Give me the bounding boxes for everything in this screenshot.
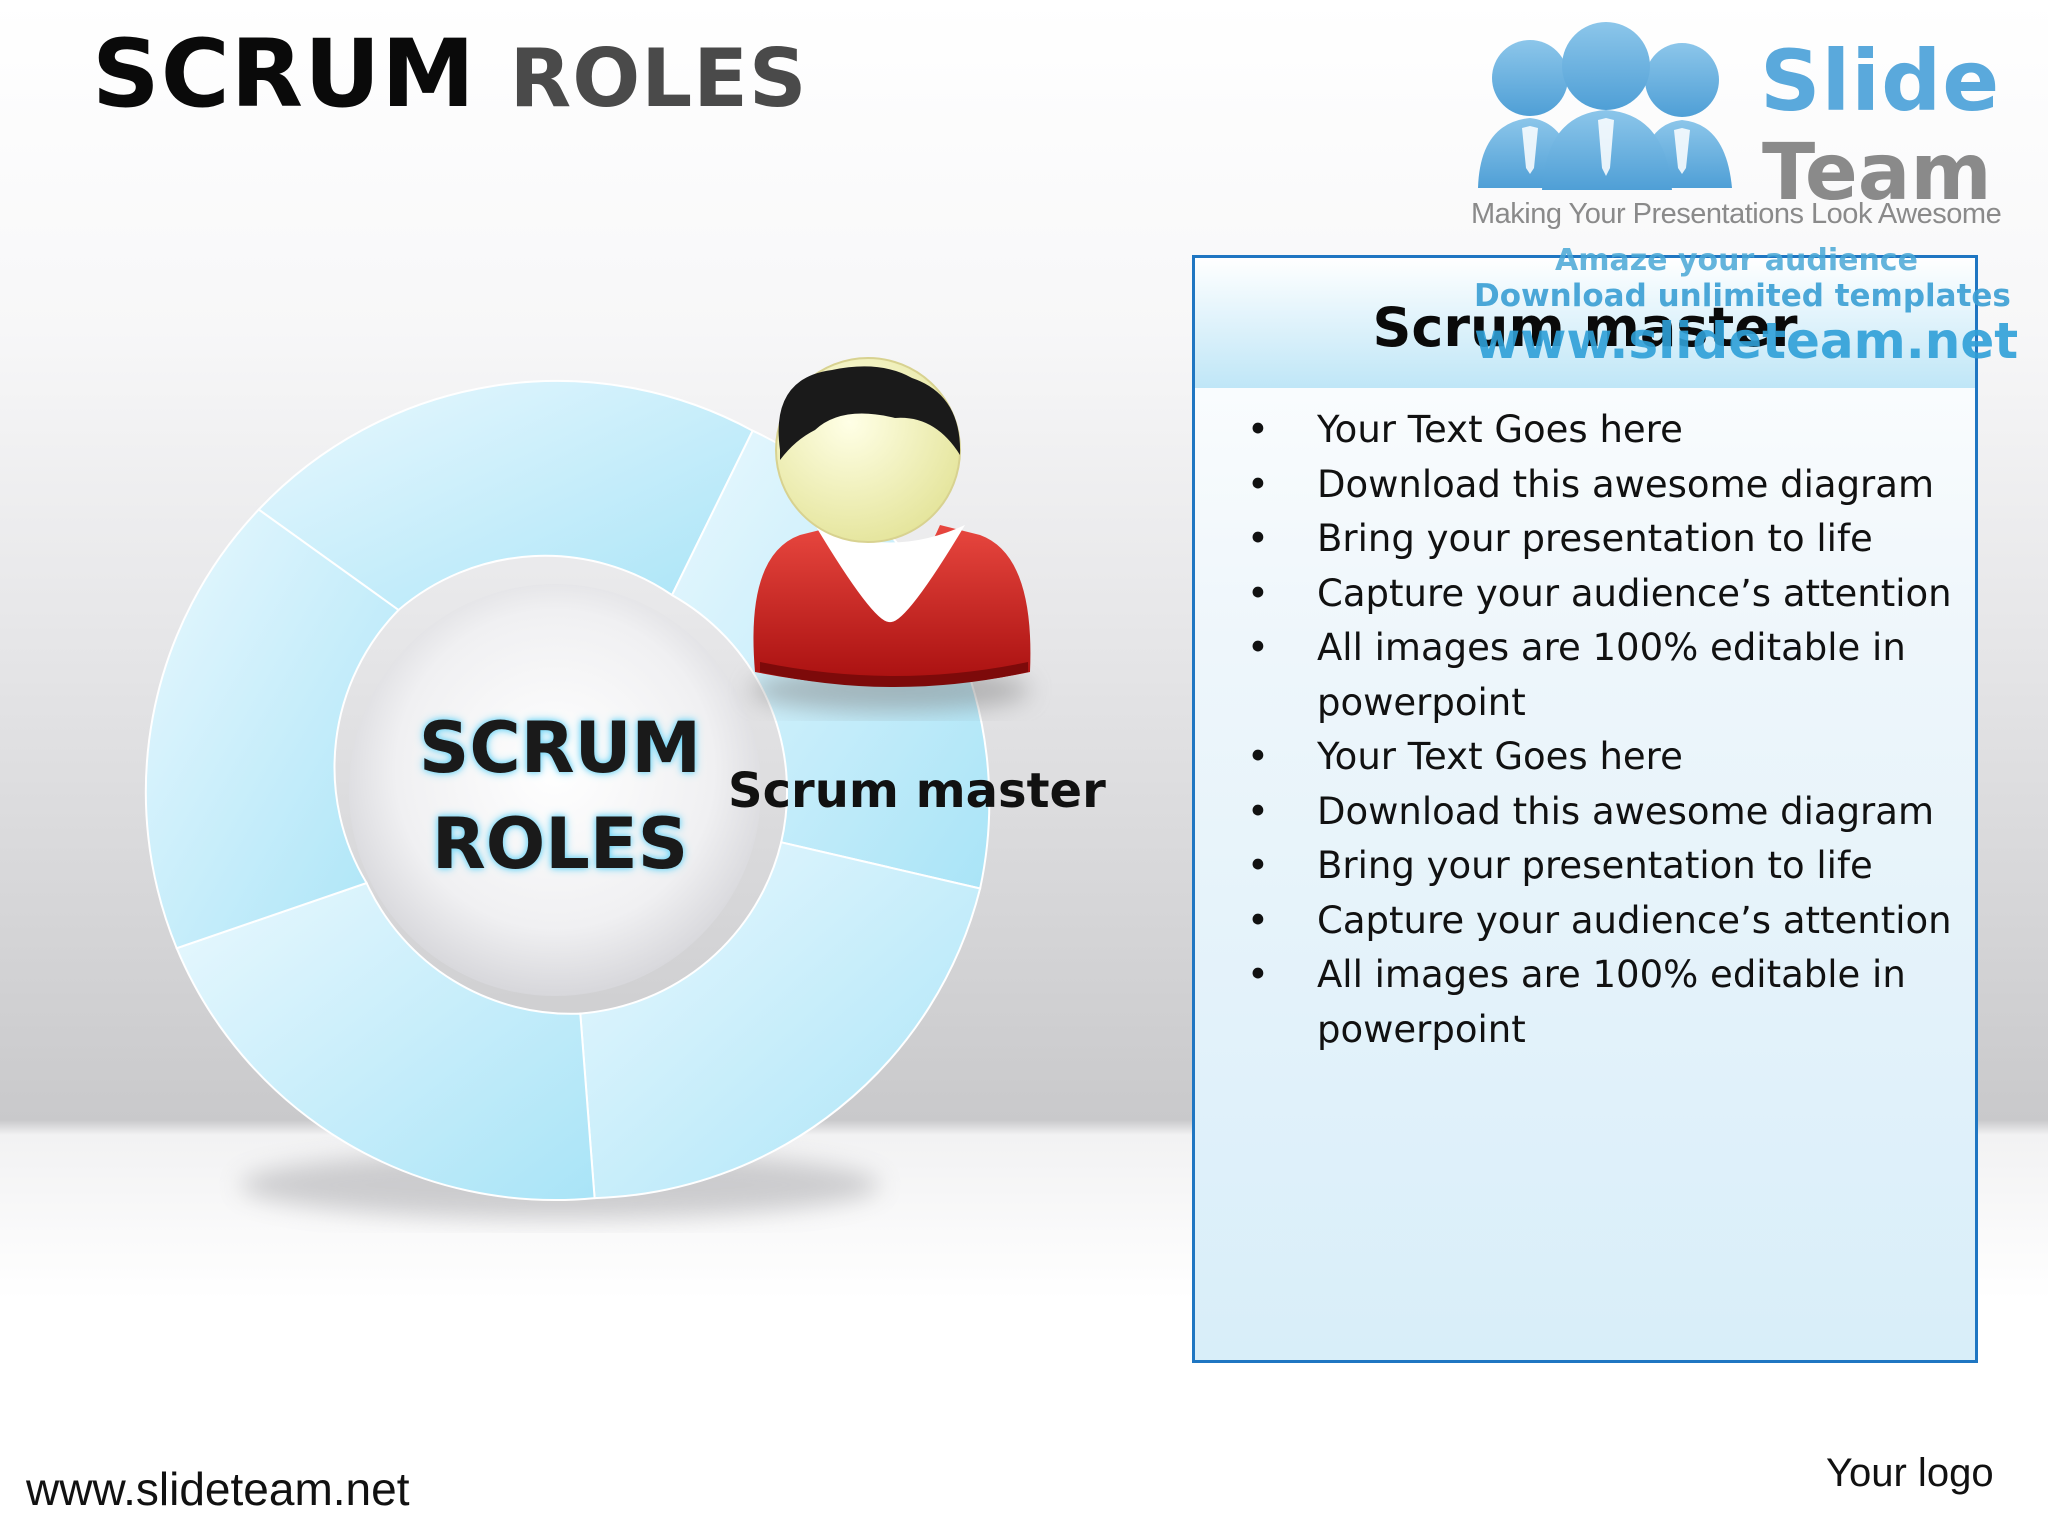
- bullet-item: Download this awesome diagram: [1247, 785, 1967, 840]
- footer-url: www.slideteam.net: [26, 1463, 410, 1515]
- people-group-icon: [1478, 22, 1732, 190]
- info-box-header: [1195, 258, 1975, 388]
- bullet-item: Bring your presentation to life: [1247, 512, 1967, 567]
- watermark-line-2: Download unlimited templates: [1474, 278, 2011, 314]
- watermark-line-1: Amaze your audience: [1555, 243, 1918, 278]
- brand-tagline: Making Your Presentations Look Awesome: [1471, 198, 2002, 230]
- ring-segment-4: [175, 881, 596, 1201]
- bullet-item: Your Text Goes here: [1247, 403, 1967, 458]
- ring-segment-5: [144, 508, 401, 950]
- scrum-roles-diagram: SCRUM ROLES Scrum master: [0, 0, 1106, 1300]
- watermark-line-3: www.slideteam.net: [1474, 312, 2019, 370]
- slide-title: SCRUM ROLES: [92, 20, 808, 129]
- bullet-list: Your Text Goes here Download this awesom…: [1247, 403, 1967, 1057]
- ring-segment-3: [579, 841, 982, 1200]
- bullet-item: Capture your audience’s attention: [1247, 894, 1967, 949]
- center-label-line-2: ROLES: [431, 803, 689, 885]
- footer-logo-placeholder: Your logo: [1826, 1451, 1994, 1495]
- center-label-line-1: SCRUM: [418, 707, 702, 789]
- ring-diagram-graphic: [144, 357, 1031, 1219]
- title-word-scrum: SCRUM: [92, 20, 476, 129]
- diagram-center-label: SCRUM ROLES: [360, 700, 760, 892]
- bullet-item: Your Text Goes here: [1247, 730, 1967, 785]
- ring-hub: [349, 584, 761, 996]
- bullet-item: All images are 100% editable in powerpoi…: [1247, 948, 1967, 1057]
- bullet-item: Bring your presentation to life: [1247, 839, 1967, 894]
- brand-name-slide: Slide: [1760, 32, 2001, 130]
- brand-name-team: Team: [1762, 128, 1992, 218]
- bullet-item: Download this awesome diagram: [1247, 458, 1967, 513]
- bullet-item: All images are 100% editable in powerpoi…: [1247, 621, 1967, 730]
- title-word-roles: ROLES: [509, 32, 808, 125]
- info-box: Scrum master Your Text Goes here Downloa…: [1192, 255, 1978, 1363]
- ring-segment-1: [257, 379, 755, 612]
- bullet-item: Capture your audience’s attention: [1247, 567, 1967, 622]
- info-box-title: Scrum master: [1372, 296, 1798, 359]
- segment-label-scrum-master: Scrum master: [728, 763, 1106, 819]
- slideteam-logo: Slide Team Making Your Presentations Loo…: [1470, 18, 2030, 238]
- person-icon: [750, 357, 1031, 712]
